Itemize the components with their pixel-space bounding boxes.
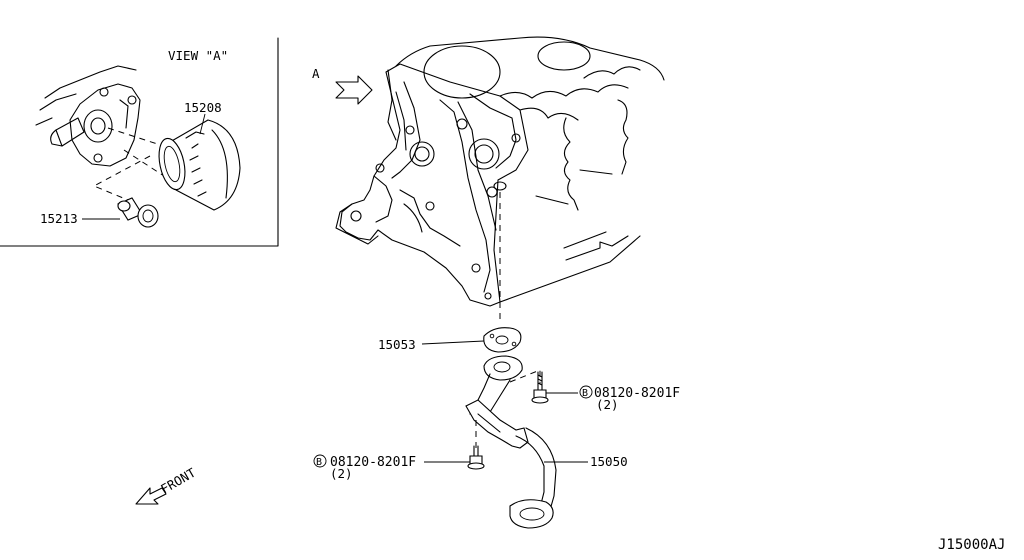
bolt-upper-callout: B 08120-8201F (2)	[579, 385, 680, 412]
part-15208: 15208	[184, 100, 222, 115]
oil-filter-drawing	[158, 119, 241, 211]
bolt-upper-symbol: B	[582, 388, 588, 399]
diagram-code: J15000AJ	[938, 537, 1005, 553]
bolt-upper-number: 08120-8201F	[594, 386, 680, 401]
part-15213: 15213	[40, 211, 78, 226]
view-a-arrow: A	[312, 66, 373, 105]
gasket-drawing	[483, 327, 522, 353]
engine-block-drawing	[335, 36, 665, 322]
part-15050: 15050	[590, 454, 628, 469]
front-indicator: FRONT	[135, 465, 198, 505]
bolt-lower-qty: (2)	[330, 466, 353, 481]
view-a-title: VIEW "A"	[168, 48, 228, 63]
bolt-lower-number: 08120-8201F	[330, 455, 416, 470]
bolt-upper-drawing	[531, 371, 549, 404]
bolt-lower-callout: B 08120-8201F (2)	[313, 454, 416, 481]
connector-drawing	[117, 197, 159, 228]
bolt-lower-symbol: B	[316, 457, 322, 468]
front-arrow-icon	[135, 487, 167, 505]
view-arrow-label: A	[312, 66, 320, 81]
view-a-inset: VIEW "A"	[0, 37, 279, 247]
front-label: FRONT	[158, 465, 198, 497]
strainer-drawing	[465, 355, 557, 529]
view-a-block-drawing	[35, 65, 141, 167]
part-15053: 15053	[378, 337, 416, 352]
leader-15053	[421, 340, 485, 345]
bolt-lower-drawing	[467, 445, 485, 470]
bolt-upper-qty: (2)	[596, 397, 619, 412]
leader-15208	[199, 113, 206, 135]
